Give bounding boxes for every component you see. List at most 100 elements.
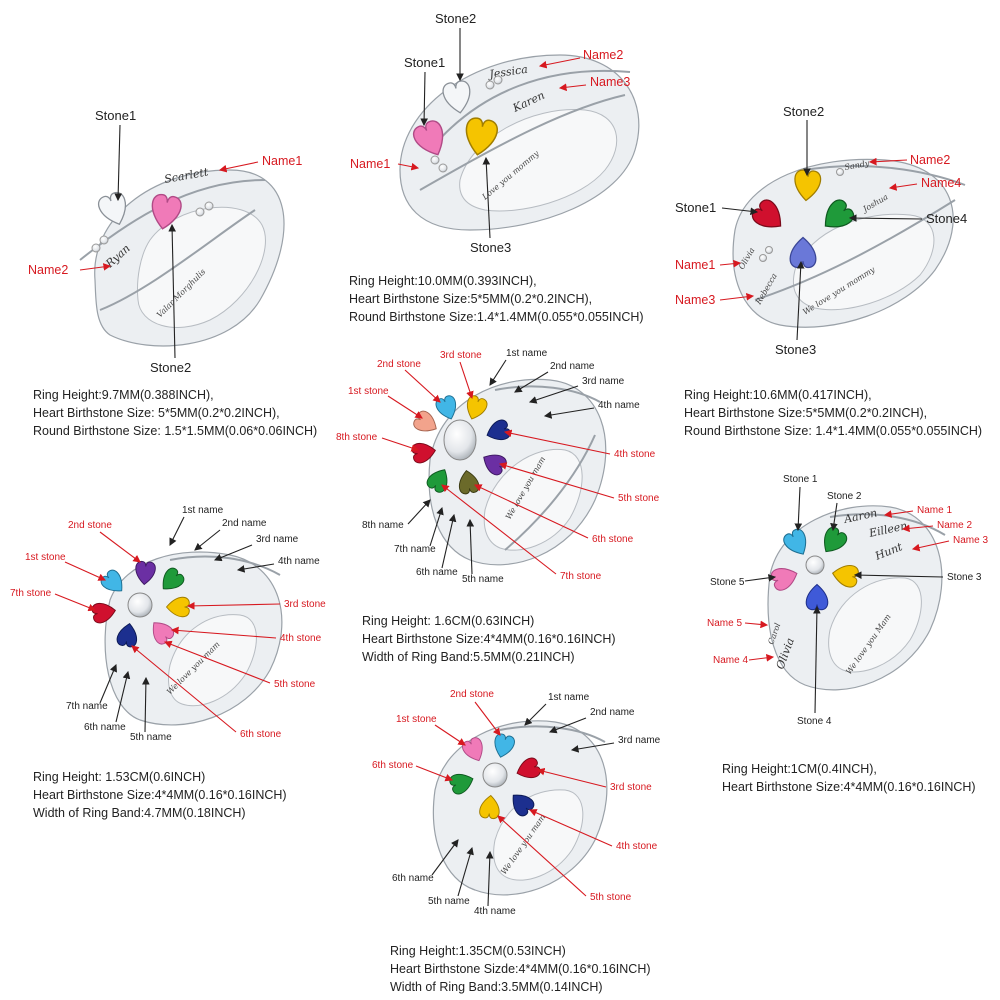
ring4-specs: Ring Height: 1.6CM(0.63INCH) Heart Birth… — [362, 612, 616, 666]
ring2-arrow-name2 — [538, 57, 581, 69]
ring6-arrow-stone4 — [528, 809, 613, 847]
ring2-arrow-name3 — [558, 83, 587, 92]
ring3-specs: Ring Height:10.6MM(0.417INCH), Heart Bir… — [684, 386, 982, 440]
ring6-arrow-name3 — [570, 742, 615, 753]
ring7-arrow-name4 — [748, 653, 775, 662]
ring1-accent-stones — [91, 201, 214, 253]
ring1-band — [79, 169, 285, 347]
ring3-band — [732, 158, 966, 328]
ring3-spec-heart: Heart Birthstone Size:5*5MM(0.2*0.2INCH)… — [684, 406, 928, 420]
ring4-arrow-name8 — [407, 499, 431, 525]
ring5-label-name6: 6th name — [84, 722, 126, 733]
ring4-label-stone1: 1st stone — [348, 386, 389, 397]
ring6-label-stone5: 5th stone — [590, 892, 632, 903]
ring5-arrow-name3 — [213, 544, 253, 562]
ring6-arrow-name6 — [431, 839, 459, 876]
ring4-arrow-name1 — [489, 359, 507, 386]
ring6-spec-height: Ring Height:1.35CM(0.53INCH) — [390, 944, 566, 958]
ring7-label-name5: Name 5 — [707, 618, 742, 629]
ring4-illustration: We love you mam 2nd stone 3rd stone 1st … — [336, 348, 660, 585]
ring6-label-name2: 2nd name — [590, 707, 635, 718]
ring2-label-name3: Name3 — [590, 75, 630, 89]
ring6-label-name1: 1st name — [548, 692, 590, 703]
ring3-arrow-stone3 — [796, 260, 805, 341]
ring4-arrow-stone8 — [381, 437, 420, 452]
ring5-label-stone7: 7th stone — [10, 588, 52, 599]
ring3-label-name2: Name2 — [910, 153, 950, 167]
ring5-label-stone1: 1st stone — [25, 552, 66, 563]
ring4-label-name1: 1st name — [506, 348, 548, 359]
ring4-band — [428, 378, 607, 566]
ring3-label-stone1: Stone1 — [675, 200, 716, 215]
ring2-spec-round: Round Birthstone Size:1.4*1.4MM(0.055*0.… — [349, 310, 644, 324]
ring5-arrow-stone4 — [170, 626, 277, 639]
ring7-arrow-stone5 — [744, 574, 777, 582]
ring7-arrow-stone2 — [830, 502, 838, 532]
ring7-center-cluster — [768, 524, 860, 611]
ring4-arrow-stone1 — [387, 395, 423, 419]
ring6-spec-heart: Heart Birthstone Sizde:4*4MM(0.16*0.16IN… — [390, 962, 651, 976]
ring4-label-name4: 4th name — [598, 400, 640, 411]
ring5-arrow-name5 — [142, 676, 150, 733]
ring4-label-name8: 8th name — [362, 520, 404, 531]
ring7-label-name3: Name 3 — [953, 535, 988, 546]
ring4-label-stone4: 4th stone — [614, 449, 656, 460]
ring4-label-name7: 7th name — [394, 544, 436, 555]
ring5-specs: Ring Height: 1.53CM(0.6INCH) Heart Birth… — [33, 768, 287, 822]
ring5-label-name3: 3rd name — [256, 534, 299, 545]
ring1-arrow-stone2 — [168, 223, 176, 359]
ring4-label-stone3: 3rd stone — [440, 350, 482, 361]
ring4-label-stone5: 5th stone — [618, 493, 660, 504]
ring7-label-stone1: Stone 1 — [783, 474, 818, 485]
ring5-illustration: We love you mam 2nd stone 1st stone 7th … — [10, 505, 326, 743]
ring6-arrow-stone1 — [434, 724, 466, 746]
ring4-spec-height: Ring Height: 1.6CM(0.63INCH) — [362, 614, 535, 628]
ring2-label-name1: Name1 — [350, 157, 390, 171]
ring3-label-stone3: Stone3 — [775, 342, 816, 357]
ring1-spec-heart: Heart Birthstone Size: 5*5MM(0.2*0.2INCH… — [33, 406, 280, 420]
ring4-label-stone8: 8th stone — [336, 432, 378, 443]
ring4-label-stone7: 7th stone — [560, 571, 602, 582]
ring3-label-name3: Name3 — [675, 293, 715, 307]
ring7-arrow-stone4 — [813, 605, 821, 714]
ring7-label-stone5: Stone 5 — [710, 577, 745, 588]
ring1-label-stone2: Stone2 — [150, 360, 191, 375]
ring4-arrow-stone2 — [404, 369, 441, 403]
ring6-arrow-name5 — [457, 846, 474, 897]
ring4-arrow-stone4 — [503, 429, 611, 455]
ring5-arrow-stone1 — [64, 561, 107, 581]
ring5-label-name2: 2nd name — [222, 518, 267, 529]
ring3-spec-height: Ring Height:10.6MM(0.417INCH), — [684, 388, 872, 402]
ring7-arrow-name5 — [744, 620, 769, 629]
ring4-label-stone2: 2nd stone — [377, 359, 421, 370]
ring4-arrow-name4 — [543, 407, 595, 419]
ring5-arrow-stone2 — [99, 531, 141, 563]
ring5-spec-band: Width of Ring Band:4.7MM(0.18INCH) — [33, 806, 246, 820]
ring1-spec-height: Ring Height:9.7MM(0.388INCH), — [33, 388, 214, 402]
ring7-arrow-name2 — [901, 524, 934, 533]
ring4-arrow-name6 — [441, 513, 457, 569]
ring4-label-name2: 2nd name — [550, 361, 595, 372]
ring7-band — [767, 505, 946, 691]
ring2-accent-stones — [430, 75, 503, 173]
ring5-arrow-stone3 — [186, 602, 281, 610]
ring6-illustration: We love you mam 2nd stone 1st stone 6th … — [372, 689, 661, 917]
ring7-label-stone2: Stone 2 — [827, 491, 862, 502]
ring6-label-stone3: 3rd stone — [610, 782, 652, 793]
ring4-arrow-name2 — [514, 371, 549, 393]
ring6-arrow-stone5 — [497, 815, 587, 897]
ring1-specs: Ring Height:9.7MM(0.388INCH), Heart Birt… — [33, 386, 317, 440]
ring4-spec-heart: Heart Birthstone Size:4*4MM(0.16*0.16INC… — [362, 632, 616, 646]
ring7-arrow-stone3 — [853, 571, 944, 579]
ring4-label-name5: 5th name — [462, 574, 504, 585]
ring3-label-name1: Name1 — [675, 258, 715, 272]
ring6-label-name4: 4th name — [474, 906, 516, 917]
ring5-label-stone5: 5th stone — [274, 679, 316, 690]
ring5-arrow-name6 — [115, 670, 131, 723]
ring2-label-name2: Name2 — [583, 48, 623, 62]
ring3-arrow-name4 — [888, 183, 918, 191]
ring3-arrow-name3 — [719, 292, 755, 301]
ring6-label-stone2: 2nd stone — [450, 689, 494, 700]
ring5-arrow-stone6 — [131, 645, 237, 733]
ring1-arrow-name2 — [79, 263, 112, 271]
